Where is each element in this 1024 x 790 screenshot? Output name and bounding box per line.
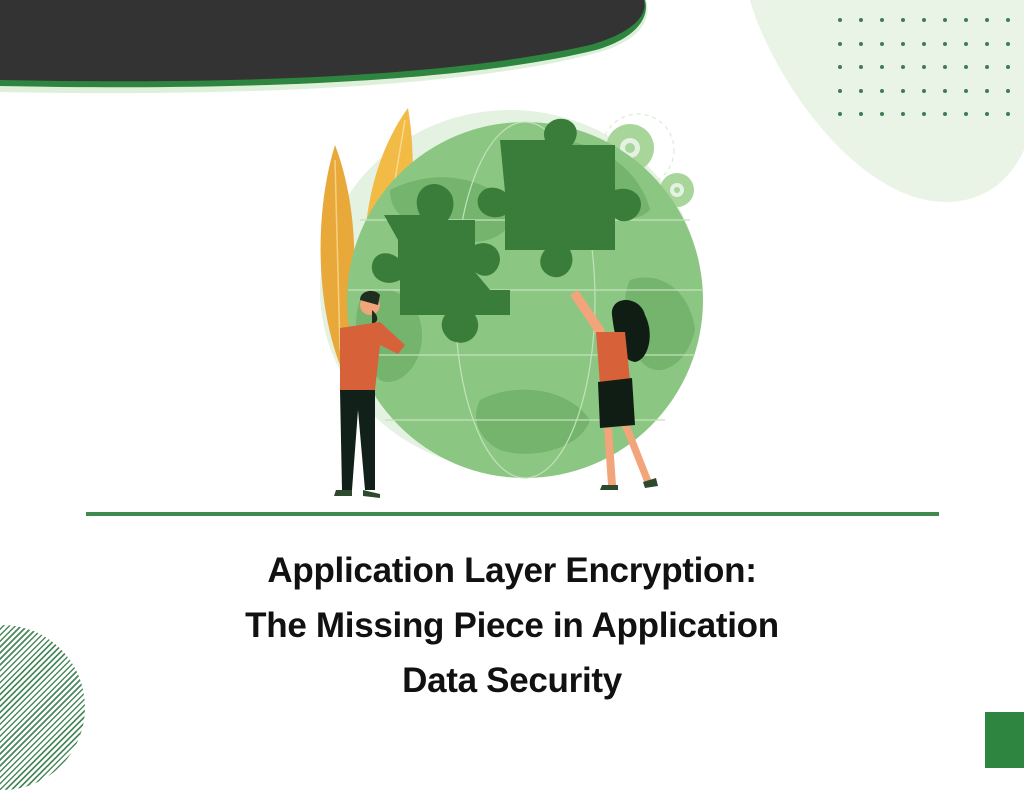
dot	[859, 65, 863, 69]
dot-grid-decoration	[838, 18, 1024, 136]
dot	[901, 18, 905, 22]
dot	[880, 88, 884, 93]
dot	[880, 65, 884, 69]
dot	[1006, 65, 1010, 69]
dot	[838, 112, 842, 116]
dot	[838, 65, 842, 69]
title-line-2: The Missing Piece in Application	[245, 606, 779, 645]
dot	[985, 65, 989, 69]
green-corner-square	[985, 712, 1024, 768]
dot	[943, 88, 947, 93]
page-title: Application Layer Encryption: The Missin…	[0, 543, 1024, 708]
dot	[901, 112, 905, 116]
person-icon	[334, 290, 405, 498]
dot	[985, 112, 989, 116]
dot	[985, 41, 989, 46]
title-line-3: Data Security	[402, 661, 622, 700]
title-divider-line	[86, 512, 939, 516]
dot	[922, 112, 926, 116]
right-light-blob-shape	[750, 0, 1024, 202]
dot	[922, 18, 926, 22]
dot	[838, 18, 842, 22]
dot	[943, 18, 947, 22]
dot	[964, 18, 968, 22]
puzzle-piece-icon	[371, 118, 641, 343]
dot	[964, 41, 968, 46]
dot	[859, 41, 863, 46]
dot	[880, 18, 884, 22]
dot	[964, 65, 968, 69]
dot	[901, 65, 905, 69]
dot	[964, 112, 968, 116]
top-dark-banner-shape	[0, 0, 648, 94]
dot	[901, 88, 905, 93]
dot	[859, 18, 863, 22]
dot	[964, 88, 968, 93]
dot	[880, 41, 884, 46]
dot	[922, 88, 926, 93]
dot	[859, 88, 863, 93]
dot	[922, 41, 926, 46]
dot	[985, 88, 989, 93]
dot	[985, 18, 989, 22]
dot	[901, 41, 905, 46]
dot	[838, 88, 842, 93]
dot	[859, 112, 863, 116]
dot	[943, 112, 947, 116]
dot	[1006, 112, 1010, 116]
dot	[943, 65, 947, 69]
dot	[943, 41, 947, 46]
hero-illustration	[320, 108, 703, 498]
dot	[838, 41, 842, 46]
dot	[1006, 18, 1010, 22]
dot	[880, 112, 884, 116]
person-icon	[570, 290, 658, 490]
dot	[922, 65, 926, 69]
dot	[1006, 88, 1010, 93]
title-line-1: Application Layer Encryption:	[267, 551, 757, 590]
dot	[1006, 41, 1010, 46]
